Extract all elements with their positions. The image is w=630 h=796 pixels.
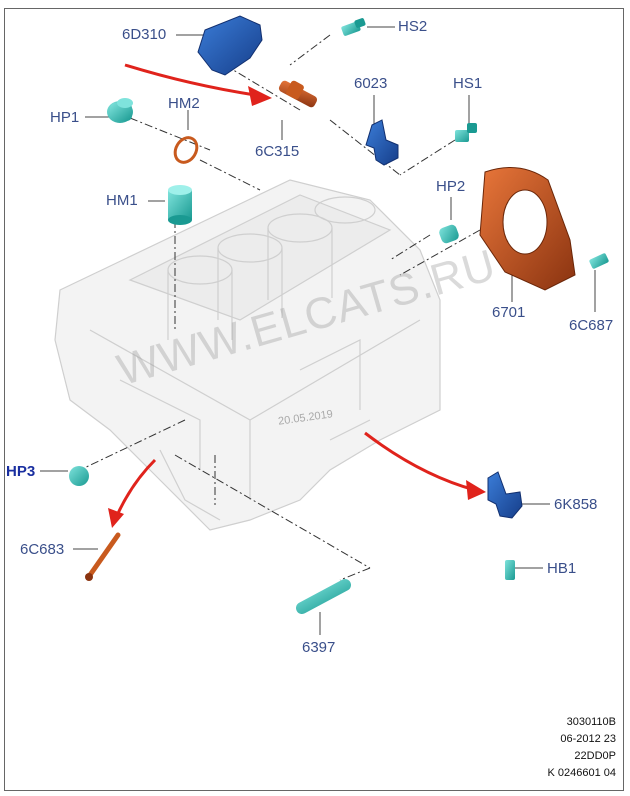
red-arrowheads	[108, 86, 486, 528]
callout-leaders	[40, 26, 596, 635]
arrowhead-6c683	[108, 508, 124, 528]
callout-hp2: HP2	[436, 178, 466, 195]
callout-6c315: 6C315	[255, 143, 300, 160]
part-6701-seal-housing	[479, 167, 576, 291]
part-hp2-plug	[439, 224, 459, 244]
callout-hm1: HM1	[106, 192, 138, 209]
callout-6d310: 6D310	[122, 26, 167, 43]
part-hp1-plug	[107, 98, 133, 123]
part-6023-bracket	[365, 119, 399, 166]
callout-hs1: HS1	[453, 75, 483, 92]
part-hp3-plug	[69, 466, 89, 486]
part-6c683-pin	[85, 532, 121, 581]
callout-6c687: 6C687	[569, 317, 614, 334]
arrowhead-6k858	[466, 480, 486, 500]
part-6d310-cover	[197, 15, 263, 76]
engine-block	[54, 179, 441, 531]
callout-6701: 6701	[492, 304, 526, 321]
callout-6k858: 6K858	[554, 496, 598, 513]
callout-hb1: HB1	[547, 560, 577, 577]
callout-hp1: HP1	[50, 109, 80, 126]
drawing-code: 3030110B	[566, 716, 616, 728]
arrowhead-6c315	[248, 86, 272, 106]
part-hb1-bolt	[505, 560, 515, 580]
drawing-date: 06-2012 23	[560, 733, 616, 745]
callout-6397: 6397	[302, 639, 336, 656]
red-arrow-to-6k858	[364, 431, 476, 492]
part-6c687-bolt	[589, 253, 609, 269]
callout-hm2: HM2	[168, 95, 200, 112]
drawing-variant: 22DD0P	[574, 750, 616, 762]
drawing-info-block: 3030110B 06-2012 23 22DD0P K 0246601 04	[547, 714, 616, 782]
part-6k858-sensor	[487, 471, 523, 519]
red-arrow-to-6c315	[124, 63, 256, 97]
callout-hs2: HS2	[398, 18, 428, 35]
part-6c315-sensor	[278, 80, 318, 108]
part-hs1-bolt	[455, 123, 477, 142]
part-6397-tube	[296, 579, 351, 614]
callout-6c683: 6C683	[20, 541, 65, 558]
callout-6023: 6023	[354, 75, 388, 92]
part-hm2-o-ring	[173, 136, 199, 164]
callout-hp3: HP3	[6, 463, 36, 480]
part-hs2-bolt	[341, 18, 366, 36]
part-hm1-sleeve	[168, 185, 192, 225]
drawing-reference: K 0246601 04	[547, 767, 616, 779]
